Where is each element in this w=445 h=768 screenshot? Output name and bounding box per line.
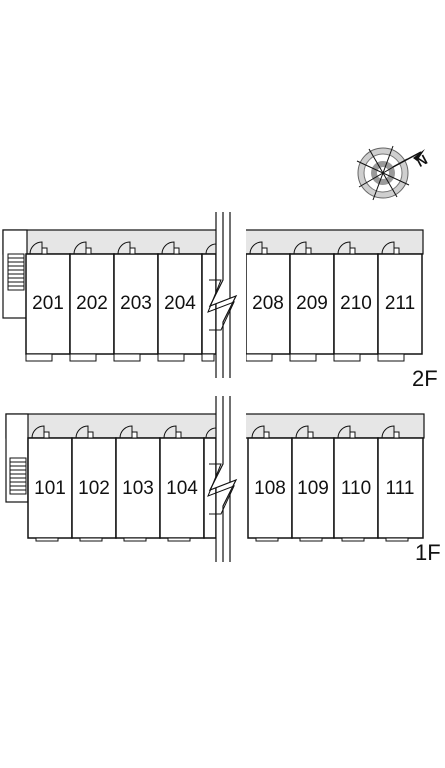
unit-101: 101 [27, 425, 73, 542]
floor-label: 2F [412, 366, 438, 391]
floor-2f: 201 202 203 204 [2, 229, 438, 391]
unit-208: 208 [245, 241, 291, 362]
unit-204: 204 [157, 241, 203, 362]
unit-111: 111 [377, 425, 424, 542]
staircase-1f [5, 413, 29, 503]
unit-109: 109 [291, 425, 335, 542]
compass-icon: N [356, 145, 430, 201]
unit-209: 209 [289, 241, 335, 362]
unit-202: 202 [69, 241, 115, 362]
unit-label: 202 [76, 293, 108, 314]
unit-110: 110 [333, 425, 379, 542]
compass-north-label: N [413, 151, 429, 170]
unit-label: 103 [122, 478, 154, 499]
unit-label: 201 [32, 293, 64, 314]
unit-201: 201 [25, 241, 71, 362]
unit-label: 102 [78, 478, 110, 499]
unit-103: 103 [115, 425, 161, 542]
unit-label: 209 [296, 293, 328, 314]
staircase-2f [2, 229, 28, 319]
unit-label: 210 [340, 293, 372, 314]
unit-label: 108 [254, 478, 286, 499]
unit-102: 102 [71, 425, 117, 542]
unit-203: 203 [113, 241, 159, 362]
break-line-2f [207, 212, 246, 378]
unit-210: 210 [333, 241, 379, 362]
unit-104: 104 [159, 425, 205, 542]
unit-label: 109 [297, 478, 329, 499]
unit-label: 211 [385, 293, 415, 314]
unit-label: 110 [341, 478, 371, 499]
unit-label: 203 [120, 293, 152, 314]
unit-label: 101 [34, 478, 66, 499]
break-line-1f [207, 396, 246, 562]
unit-108: 108 [247, 425, 293, 542]
unit-label: 111 [386, 478, 415, 499]
unit-label: 104 [166, 478, 198, 499]
unit-211: 211 [377, 241, 423, 362]
unit-label: 204 [164, 293, 196, 314]
floor-1f: 101 102 103 104 [5, 413, 441, 565]
floor-label: 1F [415, 540, 441, 565]
unit-label: 208 [252, 293, 284, 314]
